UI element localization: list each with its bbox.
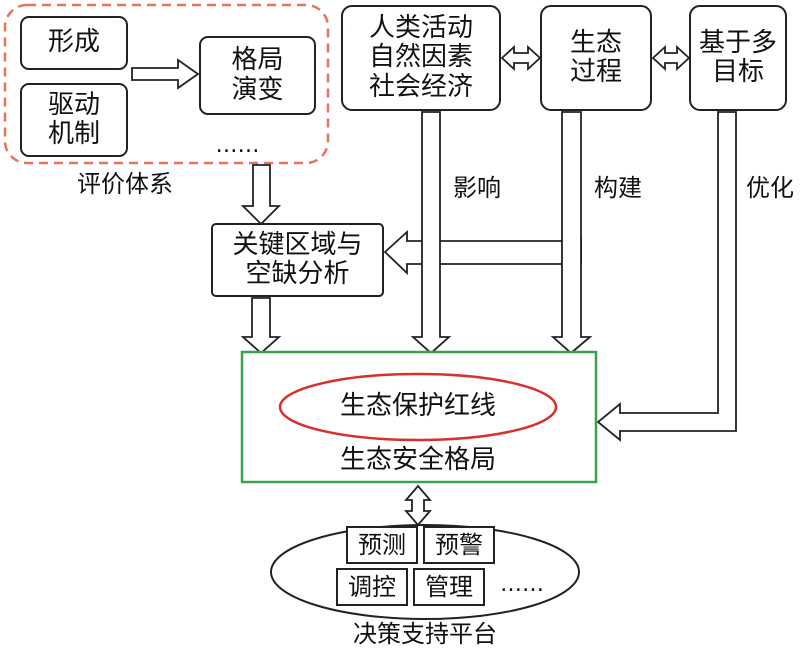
label-platform-more: ……: [500, 571, 544, 597]
box-key-area: [211, 223, 384, 297]
arrow-into-key-area: [383, 229, 582, 276]
box-manage: [413, 568, 485, 606]
arrow-key-to-security: [240, 297, 282, 355]
arrow-factors-process: [500, 44, 542, 72]
label-warn: 预警: [435, 530, 483, 559]
label-regulate: 调控: [348, 572, 396, 601]
arrow-impact: [410, 111, 452, 355]
label-multi-objective: 基于多 目标: [698, 27, 777, 87]
arrow-eval-to-pattern: [131, 58, 200, 90]
ellipse-redline: [278, 372, 558, 442]
arrow-security-platform: [404, 484, 432, 527]
label-manage: 管理: [425, 572, 473, 601]
box-regulate: [336, 568, 408, 606]
box-drive-mechanism: [20, 83, 128, 157]
label-impact: 影响: [453, 173, 501, 202]
box-form: [20, 16, 128, 70]
label-drive-mechanism: 驱动 机制: [47, 89, 100, 149]
arrow-optimize: [596, 111, 737, 442]
label-optimize: 优化: [746, 173, 794, 202]
box-warn: [423, 526, 495, 564]
box-predict: [346, 526, 418, 564]
box-factors: [341, 5, 501, 111]
label-evaluation-system: 评价体系: [77, 169, 173, 198]
label-eco-process: 生态 过程: [569, 27, 622, 87]
label-build: 构建: [594, 173, 642, 202]
label-form: 形成: [47, 27, 100, 58]
label-security-pattern: 生态安全格局: [339, 445, 496, 476]
label-factors: 人类活动 自然因素 社会经济: [368, 13, 473, 102]
label-key-area: 关键区域与 空缺分析: [232, 229, 363, 289]
arrow-build: [550, 111, 593, 355]
label-predict: 预测: [358, 530, 406, 559]
label-pattern-evolution: 格局 演变: [231, 45, 284, 105]
box-pattern-evolution: [199, 36, 316, 115]
label-eval-more: ……: [215, 132, 260, 158]
label-redline: 生态保护红线: [339, 391, 496, 422]
arrow-eval-to-key: [240, 164, 282, 226]
arrow-process-multi: [651, 44, 691, 72]
evaluation-container: [3, 3, 330, 165]
label-decision-platform: 决策支持平台: [353, 619, 497, 648]
